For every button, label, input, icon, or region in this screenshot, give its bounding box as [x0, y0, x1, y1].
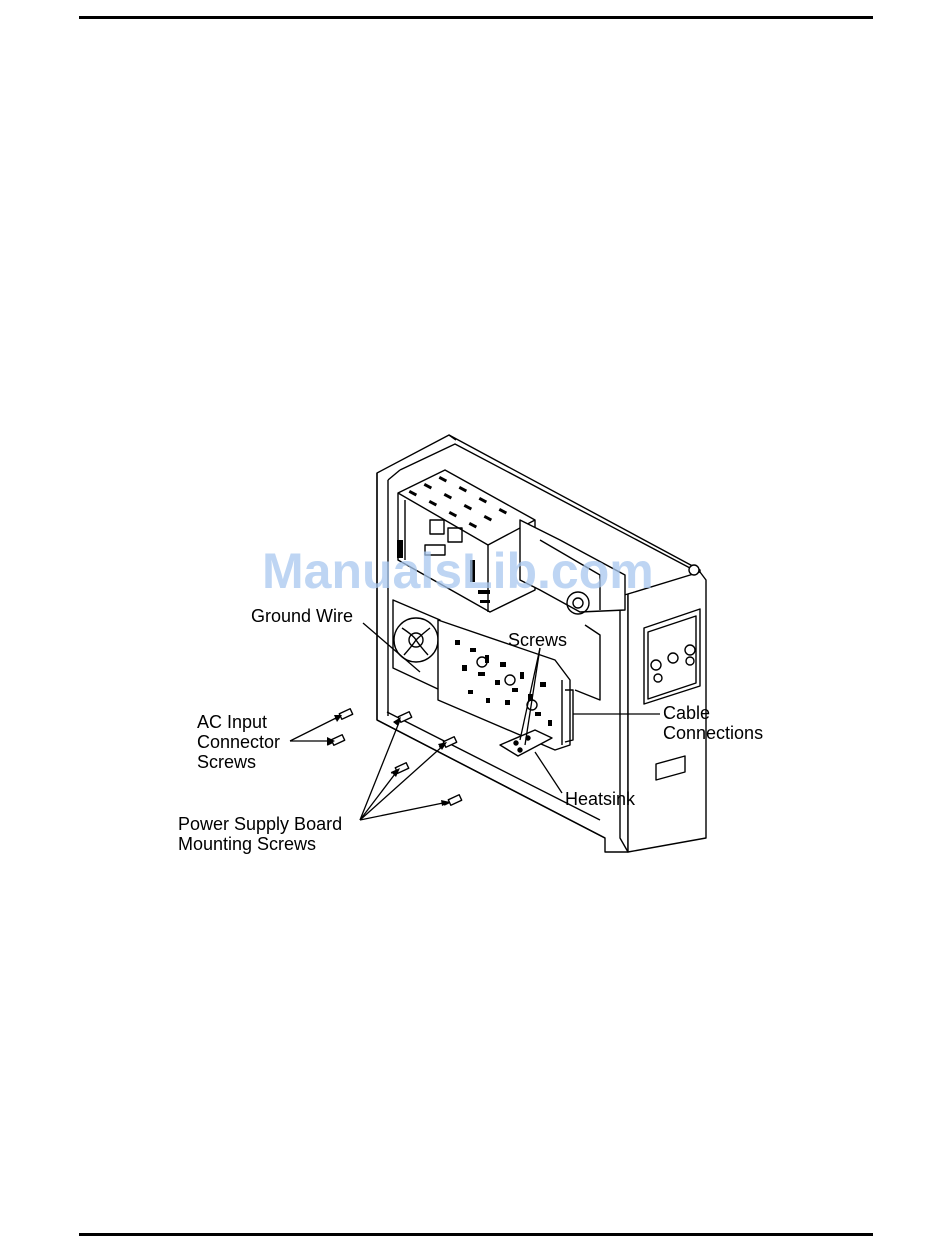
label-psb-line2: Mounting Screws: [178, 834, 316, 854]
bottom-rule: [79, 1233, 873, 1236]
label-heatsink: Heatsink: [565, 789, 635, 809]
label-ground-wire: Ground Wire: [251, 606, 353, 626]
label-screws: Screws: [508, 630, 567, 650]
watermark: ManualsLib.com: [262, 542, 654, 600]
label-cable-line2: Connections: [663, 723, 763, 743]
label-ac-input-line3: Screws: [197, 752, 256, 772]
label-psb-line1: Power Supply Board: [178, 814, 342, 834]
label-cable-line1: Cable: [663, 703, 710, 723]
label-ac-input-line1: AC Input: [197, 712, 267, 732]
label-ac-input-line2: Connector: [197, 732, 280, 752]
